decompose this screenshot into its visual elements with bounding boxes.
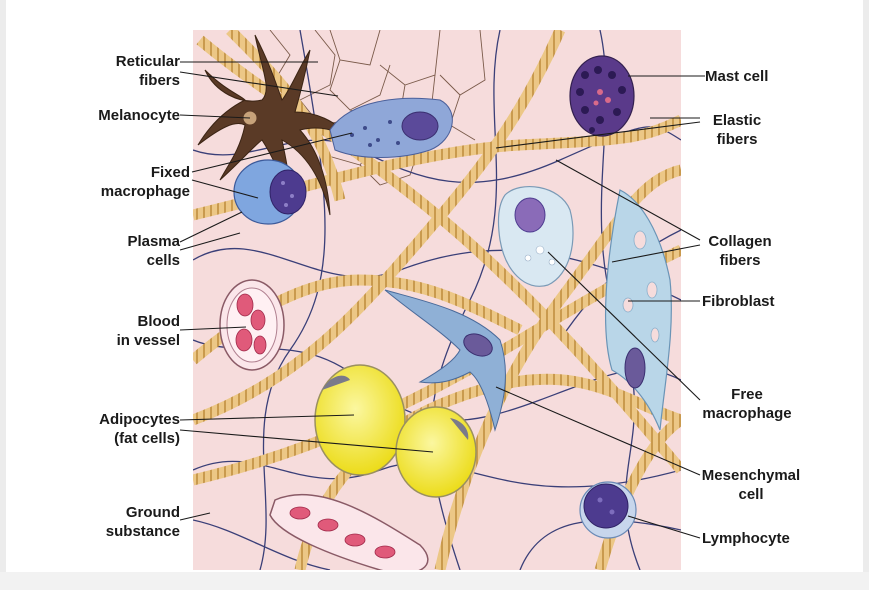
fixed-macrophage-cell (329, 97, 453, 158)
fibroblast-cell (604, 189, 672, 431)
label-fibroblast: Fibroblast (702, 293, 775, 310)
free-macrophage-cell (497, 186, 574, 287)
label-lymphocyte: Lymphocyte (702, 530, 790, 547)
label-blood-in-vessel: Blood in vessel (116, 313, 180, 349)
mesenchymal-cell (384, 289, 506, 432)
label-adipocytes: Adipocytes (fat cells) (99, 411, 180, 447)
label-plasma-cells: Plasma cells (127, 233, 180, 269)
lymphocyte-cell (579, 481, 637, 539)
label-ground-substance: Ground substance (105, 504, 180, 540)
label-melanocyte: Melanocyte (98, 107, 180, 124)
blood-vessel-lower (269, 494, 429, 570)
label-mesenchymal-cell: Mesenchymal cell (701, 467, 801, 503)
plasma-cell (233, 159, 307, 225)
label-collagen-fibers: Collagen fibers (708, 233, 772, 269)
blood-vessel (219, 279, 285, 371)
label-free-macrophage: Free macrophage (702, 386, 792, 422)
left-edge (0, 0, 6, 590)
label-mast-cell: Mast cell (705, 68, 769, 85)
bottom-band (0, 572, 869, 590)
adipocytes (314, 364, 477, 498)
mast-cell (569, 55, 635, 137)
label-fixed-macrophage: Fixed macrophage (100, 164, 190, 200)
right-edge (863, 0, 869, 590)
leader-lines (179, 61, 705, 539)
label-reticular-fibers: Reticular fibers (115, 53, 180, 89)
label-elastic-fibers: Elastic fibers (712, 112, 762, 148)
